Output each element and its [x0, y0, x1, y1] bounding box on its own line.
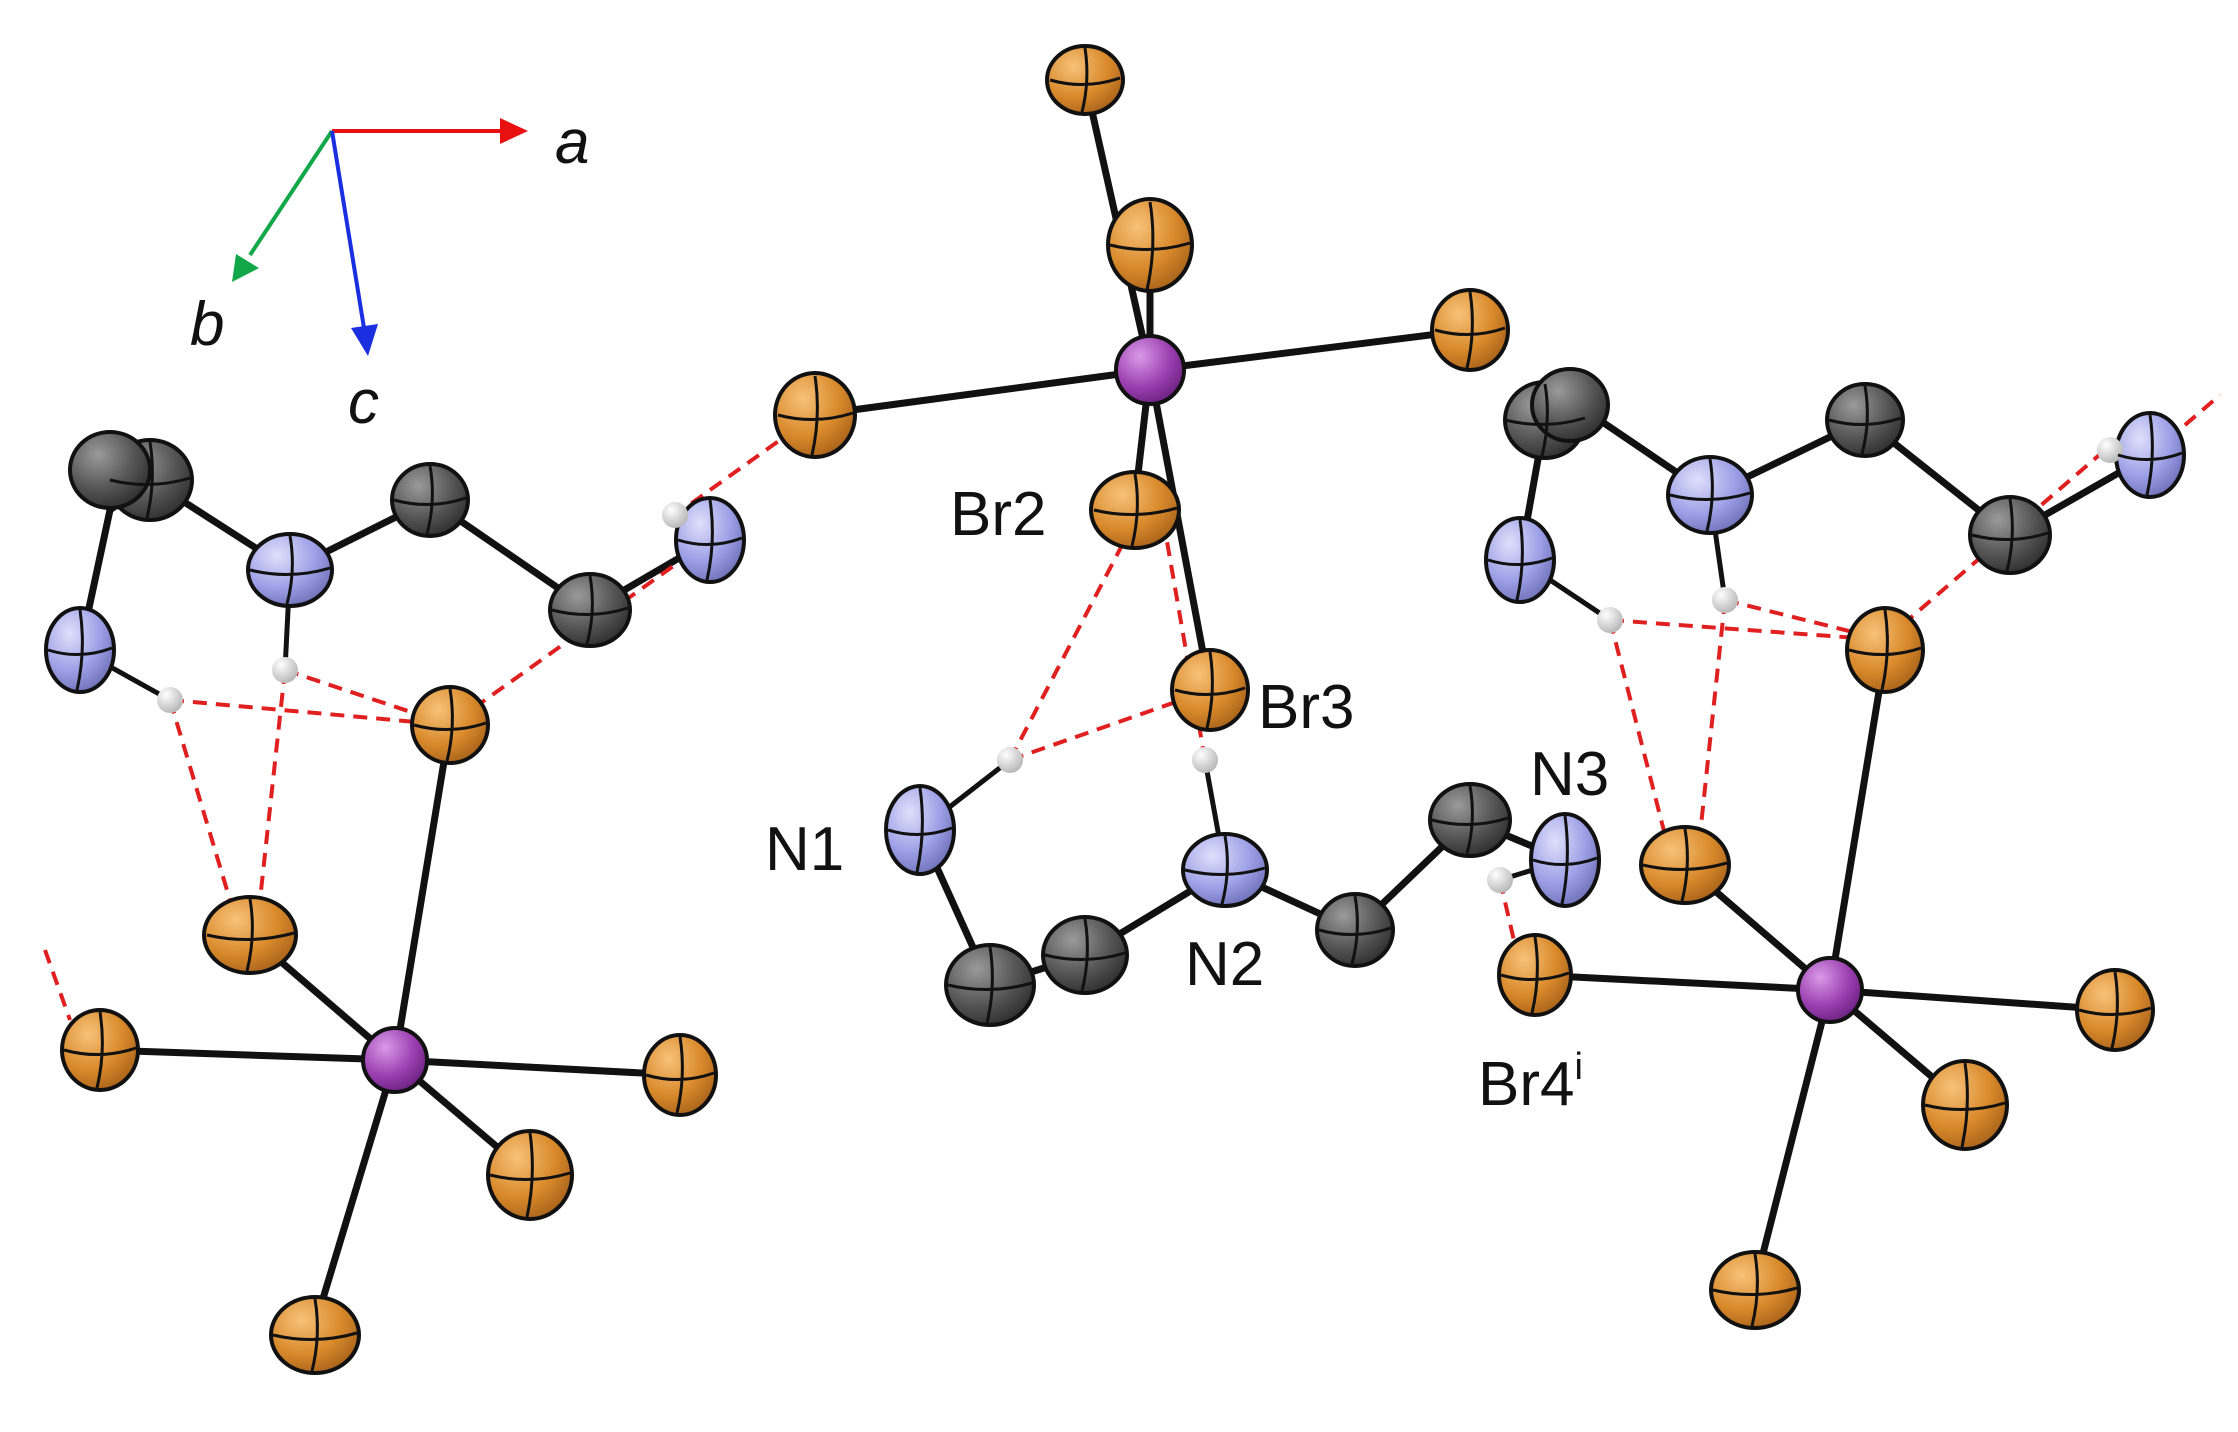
axis-a-arrowhead — [500, 118, 528, 144]
n-atoms — [44, 411, 2186, 908]
label-br3: Br3 — [1258, 673, 1354, 742]
label-br4-main: Br4 — [1478, 1050, 1574, 1119]
axis-a-label: a — [555, 108, 589, 177]
axis-b-label: b — [190, 290, 224, 359]
c-atoms — [68, 367, 2052, 1027]
label-n3: N3 — [1530, 740, 1609, 809]
h-atoms — [157, 437, 2123, 893]
axis-c-arrowhead — [351, 324, 378, 356]
label-br2: Br2 — [950, 480, 1046, 549]
axis-triad: a b c — [190, 108, 589, 437]
label-br4-sup: i — [1574, 1046, 1582, 1088]
metal-atoms — [361, 334, 1864, 1094]
label-n1: N1 — [765, 815, 844, 884]
ellipsoid-axes — [47, 47, 2183, 1372]
label-n2: N2 — [1185, 930, 1264, 999]
axis-b-arrowhead — [232, 254, 259, 282]
axis-b-arrow — [248, 129, 334, 257]
axis-c-label: c — [348, 368, 379, 437]
atoms — [44, 44, 2186, 1375]
axis-c-arrow — [330, 130, 366, 329]
label-br4: Br4i — [1478, 1046, 1583, 1119]
atom-labels: Br2 Br3 N1 N2 N3 Br4i — [765, 480, 1609, 1119]
br-atoms — [60, 44, 2155, 1375]
